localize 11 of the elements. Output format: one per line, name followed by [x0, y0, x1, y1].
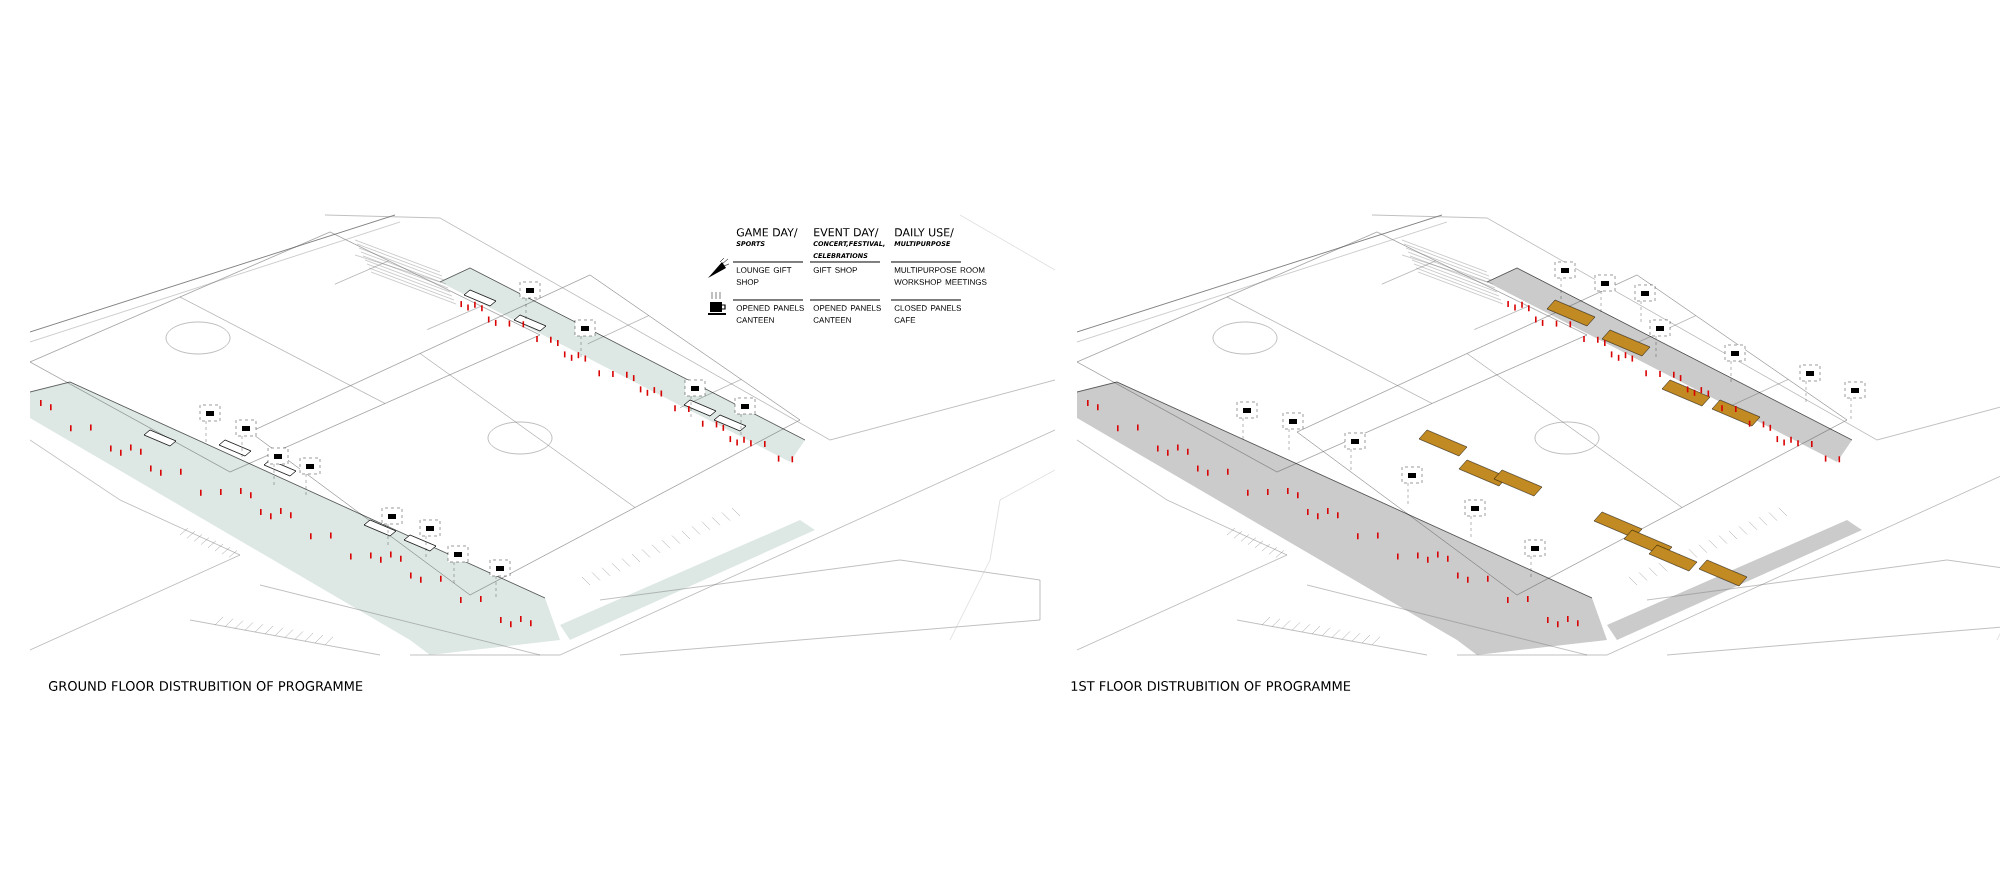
caption: GROUND FLOOR DISTRUBITION OF PROGRAMME [48, 681, 363, 691]
table-cell: OPENED PANELS CANTEEN [736, 305, 804, 323]
table-cell: OPENED PANELS CANTEEN [813, 305, 881, 323]
table-cell: CLOSED PANELS CAFE [894, 305, 962, 323]
column-heading: GAME DAY/ [736, 228, 798, 238]
column-heading: DAILY USE/ [895, 228, 954, 238]
table-cell: LOUNGE GIFT SHOP [736, 267, 792, 285]
table-cell: GIFT SHOP [813, 267, 857, 273]
column-heading: EVENT DAY/ [814, 228, 879, 238]
caption: 1ST FLOOR DISTRUBITION OF PROGRAMME [1071, 681, 1351, 691]
table-cell: MULTIPURPOSE ROOM WORKSHOP MEETINGS [894, 267, 987, 285]
